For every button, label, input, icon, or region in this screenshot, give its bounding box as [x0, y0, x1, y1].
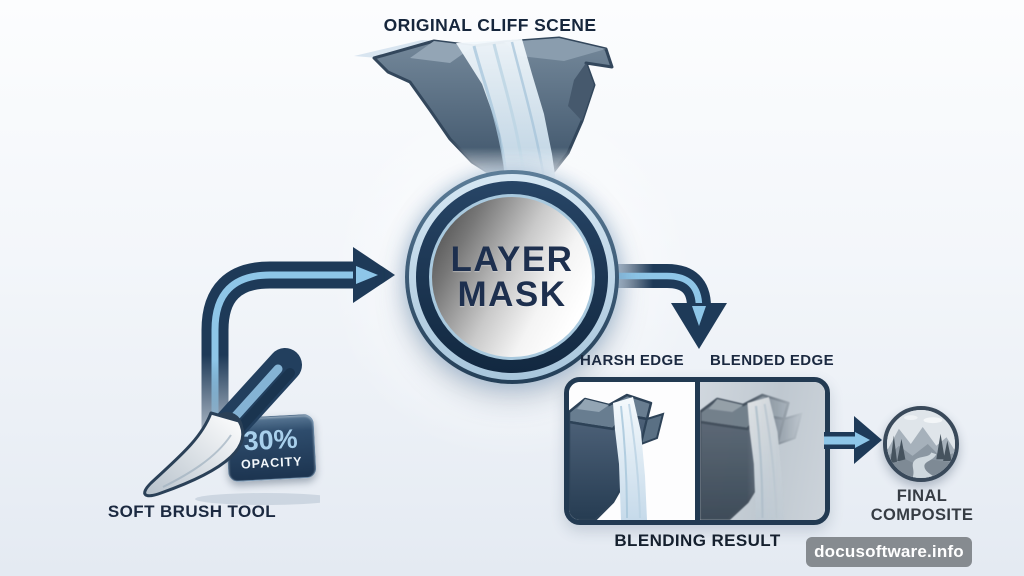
blended-edge-label: BLENDED EDGE — [710, 352, 834, 369]
comparison-panel — [564, 377, 830, 525]
final-composite-label: FINAL COMPOSITE — [857, 487, 987, 525]
final-composite-label-line2: COMPOSITE — [870, 505, 974, 524]
elbow-arrow-down-icon — [611, 264, 727, 349]
layer-mask-ring-inner-line: LAYER MASK — [429, 194, 595, 360]
waterfall-cliff-icon — [354, 36, 614, 182]
panel-divider — [695, 382, 700, 520]
blended-cliff-icon — [700, 393, 803, 520]
layer-mask-label-line2: MASK — [457, 275, 567, 314]
final-composite-label-line1: FINAL — [896, 487, 948, 505]
original-scene-title: ORIGINAL CLIFF SCENE — [383, 15, 597, 35]
layer-mask-node: LAYER MASK — [405, 170, 619, 384]
layer-mask-label-line1: LAYER — [450, 240, 574, 279]
landscape-thumbnail-icon — [887, 410, 955, 478]
layer-mask-ring-navy: LAYER MASK — [416, 181, 608, 373]
soft-brush-tool-label: SOFT BRUSH TOOL — [107, 502, 277, 521]
layer-mask-face: LAYER MASK — [432, 197, 592, 357]
harsh-edge-pane — [569, 382, 695, 520]
blended-edge-pane — [700, 382, 825, 520]
paint-brush-icon — [143, 348, 320, 505]
layer-mask-ring-light: LAYER MASK — [409, 174, 615, 380]
harsh-cliff-icon — [569, 393, 665, 520]
final-composite-thumbnail — [883, 406, 959, 482]
watermark-text: docusoftware.info — [814, 542, 964, 561]
watermark-badge: docusoftware.info — [806, 537, 972, 567]
blending-result-label: BLENDING RESULT — [614, 531, 781, 550]
arrow-right-icon — [824, 416, 882, 464]
harsh-edge-label: HARSH EDGE — [579, 352, 684, 369]
elbow-arrow-right-icon — [201, 247, 395, 463]
